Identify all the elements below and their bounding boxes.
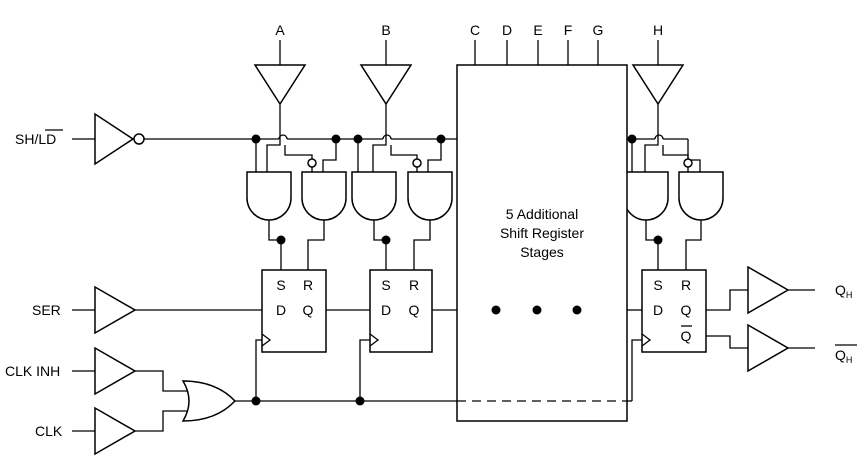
additional-stages-block	[456, 64, 628, 422]
input-f-label: F	[564, 22, 573, 38]
ff-h-s-pin: S	[653, 277, 662, 293]
ff-h-q-pin: Q	[681, 302, 692, 318]
flip-flop-b	[369, 269, 433, 353]
qh-output-label: QH	[835, 282, 852, 300]
clk-inh-buffer	[94, 346, 137, 396]
and-gate-b-set	[351, 171, 397, 221]
ff-h-qbar-pin: Q	[681, 328, 692, 344]
input-g-label: G	[593, 22, 604, 38]
ff-a-d-pin: D	[276, 302, 286, 318]
ff-h-r-pin: R	[681, 277, 691, 293]
and-gate-a-reset	[301, 171, 347, 221]
continuation-dot	[532, 305, 542, 315]
clk-label: CLK	[35, 423, 63, 439]
sh-ld-label: SH/LD	[15, 131, 56, 147]
qh-bar-output-buffer	[747, 323, 790, 373]
middle-block-line-2: Shift Register	[500, 225, 584, 241]
input-c-label: C	[470, 22, 480, 38]
ff-b-d-pin: D	[381, 302, 391, 318]
input-h-buffer	[631, 64, 685, 106]
ff-h-d-pin: D	[653, 302, 663, 318]
continuation-dot	[572, 305, 582, 315]
sh-ld-inverter	[94, 112, 145, 166]
qh-output-buffer	[747, 265, 790, 315]
input-h-label: H	[653, 22, 663, 38]
ff-a-s-pin: S	[276, 277, 285, 293]
ff-a-r-pin: R	[303, 277, 313, 293]
and-gate-b-reset	[407, 171, 453, 221]
continuation-dot	[491, 305, 501, 315]
flip-flop-a	[261, 269, 327, 353]
middle-block-line-3: Stages	[520, 244, 564, 260]
clk-buffer	[94, 406, 137, 456]
middle-block-line-1: 5 Additional	[506, 206, 578, 222]
flip-flop-h	[641, 269, 707, 353]
input-a-buffer	[253, 64, 307, 106]
and-gate-h-set	[623, 171, 669, 221]
and-gate-a-set	[246, 171, 292, 221]
input-a-label: A	[275, 22, 285, 38]
and-gate-h-reset	[678, 171, 724, 221]
input-b-buffer	[359, 64, 413, 106]
input-b-label: B	[381, 22, 390, 38]
ff-b-s-pin: S	[381, 277, 390, 293]
qh-bar-output-label: QH	[835, 347, 852, 365]
clk-inh-label: CLK INH	[5, 363, 60, 379]
ff-a-q-pin: Q	[303, 302, 314, 318]
ff-b-r-pin: R	[409, 277, 419, 293]
ff-b-q-pin: Q	[409, 302, 420, 318]
ser-label: SER	[32, 302, 61, 318]
clock-or-gate	[181, 380, 237, 422]
input-d-label: D	[502, 22, 512, 38]
input-e-label: E	[533, 22, 542, 38]
ser-buffer	[94, 285, 137, 335]
